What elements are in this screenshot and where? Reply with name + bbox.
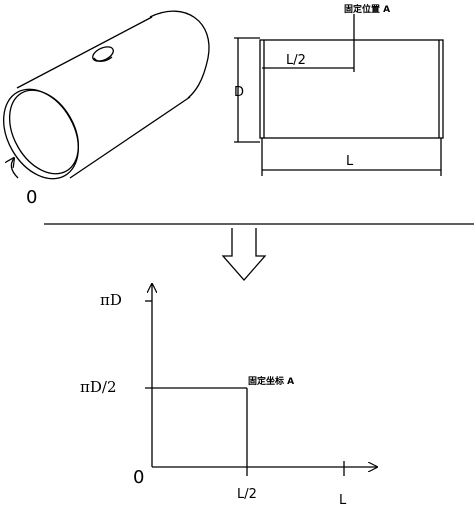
cylinder-far-end bbox=[149, 10, 210, 99]
dim-d-label: D bbox=[234, 85, 244, 100]
cylinder-front-cap-inner bbox=[8, 89, 80, 175]
y-label-top: πD bbox=[100, 291, 122, 309]
dim-l-label: L bbox=[346, 154, 354, 169]
rotation-arrow bbox=[11, 158, 19, 179]
x-label-end: L bbox=[339, 493, 347, 508]
origin-label-3d: 0 bbox=[26, 187, 37, 208]
cylinder-2d bbox=[234, 14, 444, 176]
graph-origin-label: 0 bbox=[133, 467, 144, 488]
y-label-mid: πD/2 bbox=[80, 378, 116, 396]
cylinder-top-edge bbox=[16, 16, 153, 89]
cylinder-hole bbox=[92, 46, 114, 62]
x-label-mid: L/2 bbox=[237, 487, 257, 502]
fixed-coord-label: 固定坐标 A bbox=[248, 375, 294, 387]
cylinder-2d-body bbox=[259, 39, 444, 139]
graph-axes bbox=[145, 284, 377, 476]
fixed-position-label: 固定位置 A bbox=[344, 3, 390, 15]
down-arrow-icon bbox=[221, 228, 267, 281]
dim-half-label: L/2 bbox=[286, 53, 306, 68]
cylinder-hole-depth bbox=[93, 56, 113, 62]
cylinder-3d bbox=[3, 10, 210, 180]
cylinder-bottom-edge bbox=[69, 96, 191, 179]
